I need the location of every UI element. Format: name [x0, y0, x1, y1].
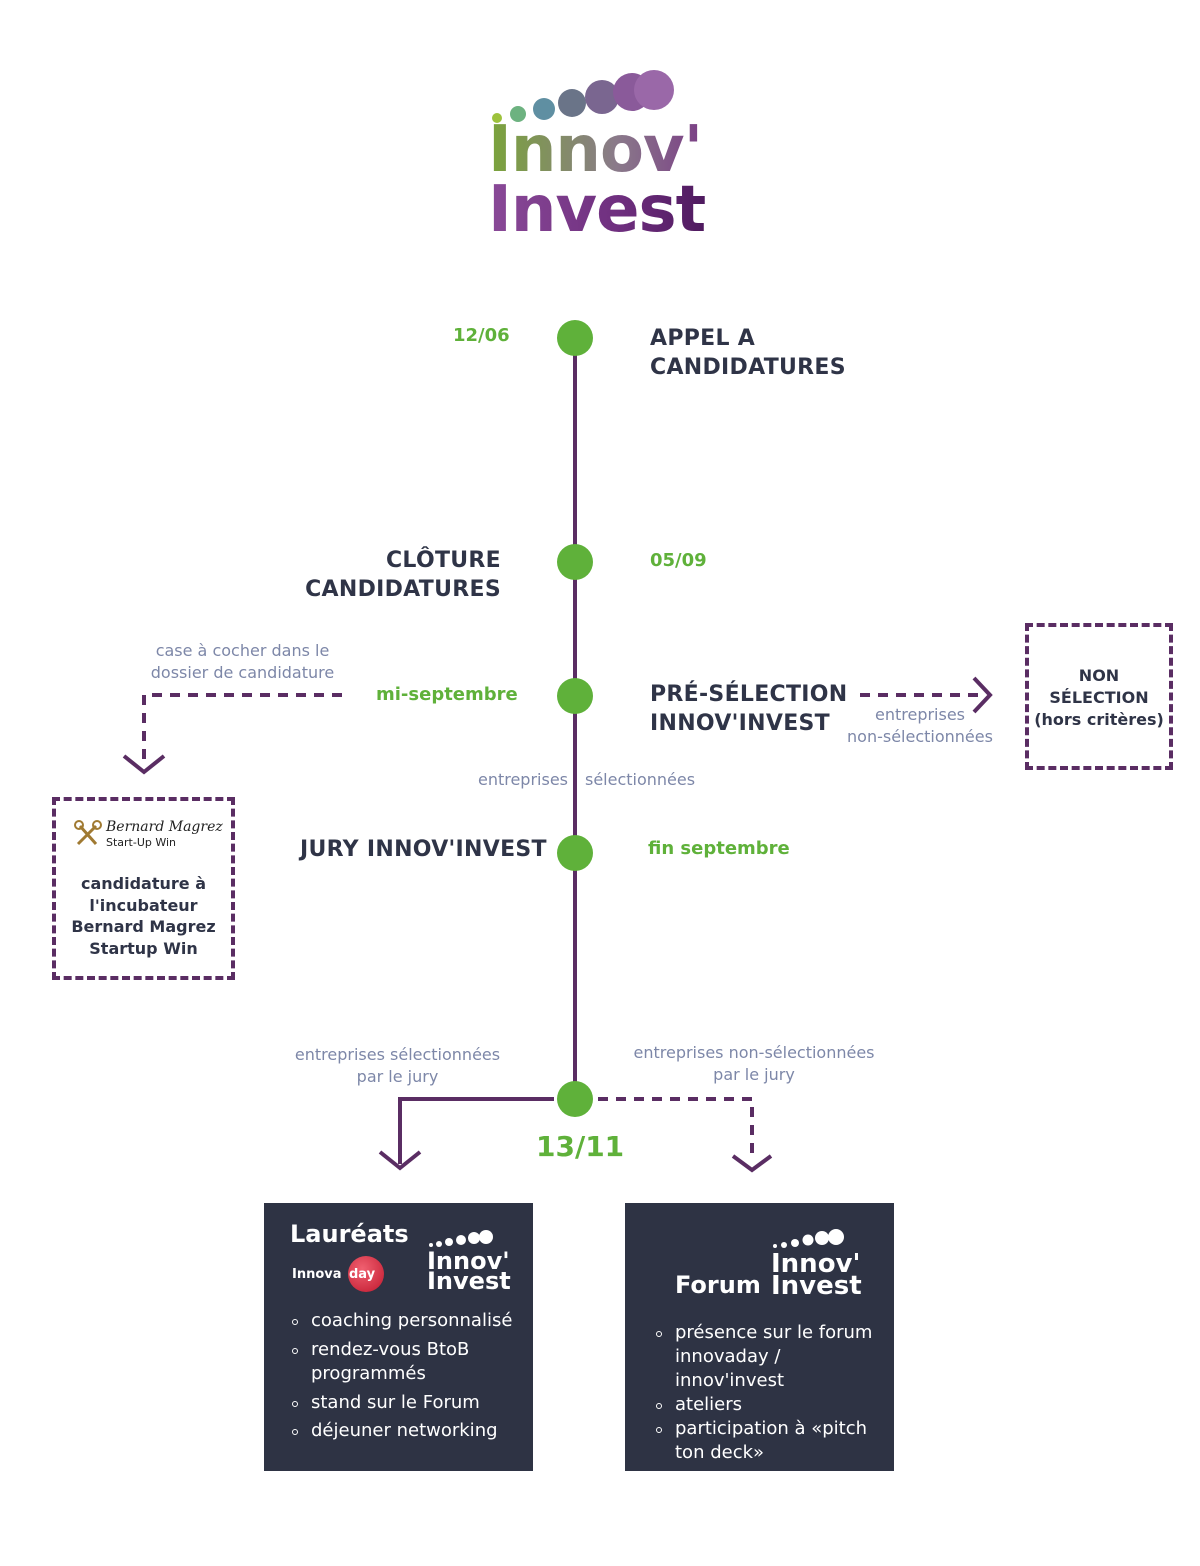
laureats-arrow-head: [378, 1150, 422, 1171]
step-cloture-line2: CANDIDATURES: [305, 577, 501, 602]
list-item: stand sur le Forum: [289, 1391, 529, 1415]
magrez-logo-script: Bernard Magrez: [106, 819, 223, 835]
step-preselection-line1: PRÉ-SÉLECTION: [650, 682, 848, 707]
innovaday-day-badge: [348, 1256, 384, 1292]
magrez-arrow-head: [122, 754, 166, 775]
innovaday-logo: Innova day: [292, 1256, 392, 1292]
laureats-mini-logo: Innov' Invest: [427, 1247, 511, 1295]
non-selection-line1: NON: [1078, 666, 1120, 685]
list-item: ateliers: [653, 1393, 868, 1417]
date-preselection: mi-septembre: [376, 684, 518, 705]
forum-dashed-connector: [598, 1097, 754, 1160]
forum-mini-logo-line1: Innov': [771, 1249, 861, 1279]
logo-line-2: Invest: [488, 173, 706, 247]
step-preselection-line2: INNOV'INVEST: [650, 711, 830, 736]
laureats-box: Lauréats Innova day Innov' Invest coachi…: [264, 1203, 533, 1471]
logo-line-1: Innov': [488, 113, 703, 187]
forum-mini-logo-line2: Invest: [771, 1271, 862, 1301]
note-checkbox: case à cocher dans le dossier de candida…: [130, 640, 355, 684]
step-appel-line1: APPEL A: [650, 326, 756, 351]
step-jury: JURY INNOV'INVEST: [300, 837, 547, 862]
date-final: 13/11: [536, 1130, 625, 1163]
note-jury-non-selected-line1: entreprises non-sélectionnées: [633, 1043, 875, 1062]
list-item: coaching personnalisé: [289, 1309, 529, 1333]
magrez-line1: candidature à: [80, 874, 206, 893]
note-non-selected-line2: non-sélectionnées: [847, 727, 993, 746]
magrez-dashed-connector: [142, 693, 342, 760]
list-item: présence sur le forum innovaday / innov'…: [653, 1321, 875, 1393]
date-appel: 12/06: [453, 325, 510, 346]
laureats-connector: [398, 1097, 554, 1164]
node-cloture: [557, 544, 593, 580]
node-final: [557, 1081, 593, 1117]
forum-title: Forum: [675, 1271, 761, 1299]
laureats-mini-logo-line1: Innov': [427, 1247, 510, 1275]
note-checkbox-line2: dossier de candidature: [150, 663, 335, 682]
note-jury-selected-line1: entreprises sélectionnées: [294, 1045, 501, 1064]
note-jury-selected-line2: par le jury: [356, 1067, 439, 1086]
magrez-line2: l'incubateur: [89, 895, 198, 915]
step-cloture: CLÔTURE CANDIDATURES: [300, 546, 501, 604]
laureats-mini-logo-dots: [429, 1230, 493, 1247]
note-selected-right: sélectionnées: [585, 770, 696, 789]
note-jury-non-selected: entreprises non-sélectionnées par le jur…: [624, 1042, 884, 1086]
forum-box: Forum Innov' Invest présence sur le foru…: [625, 1203, 894, 1471]
date-cloture: 05/09: [650, 550, 707, 571]
logo-dots: [492, 70, 674, 123]
laureats-mini-logo-line2: Invest: [427, 1267, 511, 1295]
magrez-keys-icon: [74, 820, 102, 846]
innovaday-day-text: day: [349, 1267, 376, 1282]
magrez-line3: Bernard Magrez: [71, 917, 216, 936]
magrez-box: Bernard Magrez Start-Up Win candidature …: [52, 797, 235, 980]
note-non-selected-line1: entreprises: [874, 705, 966, 724]
date-jury: fin septembre: [648, 838, 790, 859]
step-appel-line2: CANDIDATURES: [650, 355, 846, 380]
node-appel: [557, 320, 593, 356]
non-selection-box: NON SÉLECTION (hors critères): [1025, 623, 1173, 770]
magrez-line4: Startup Win: [89, 938, 198, 958]
note-jury-selected: entreprises sélectionnées par le jury: [285, 1044, 510, 1088]
list-item: participation à «pitch ton deck»: [653, 1417, 875, 1465]
list-item: rendez-vous BtoB programmés: [289, 1338, 491, 1386]
laureats-list: coaching personnalisé rendez-vous BtoB p…: [289, 1309, 529, 1443]
non-selection-line3: (hors critères): [1034, 710, 1164, 729]
laureats-title: Lauréats: [290, 1220, 409, 1248]
step-preselection: PRÉ-SÉLECTION INNOV'INVEST: [650, 680, 848, 738]
magrez-logo-sub: Start-Up Win: [106, 836, 177, 849]
note-checkbox-line1: case à cocher dans le: [155, 641, 330, 660]
note-non-selected: entreprises non-sélectionnées: [840, 704, 1000, 748]
forum-mini-logo: Innov' Invest: [771, 1249, 862, 1301]
note-jury-non-selected-line2: par le jury: [713, 1065, 795, 1084]
forum-mini-logo-dots: [773, 1229, 844, 1248]
non-selection-line2: SÉLECTION: [1049, 688, 1149, 707]
non-selection-arrow-head: [972, 676, 993, 714]
innovaday-innova-text: Innova: [292, 1267, 342, 1282]
forum-list: présence sur le forum innovaday / innov'…: [653, 1321, 872, 1465]
forum-arrow-head: [731, 1154, 773, 1173]
step-appel: APPEL A CANDIDATURES: [650, 324, 846, 382]
step-cloture-line1: CLÔTURE: [385, 548, 501, 573]
node-preselection: [557, 678, 593, 714]
node-jury: [557, 835, 593, 871]
list-item: déjeuner networking: [289, 1419, 529, 1443]
note-selected-left: entreprises: [477, 770, 568, 789]
